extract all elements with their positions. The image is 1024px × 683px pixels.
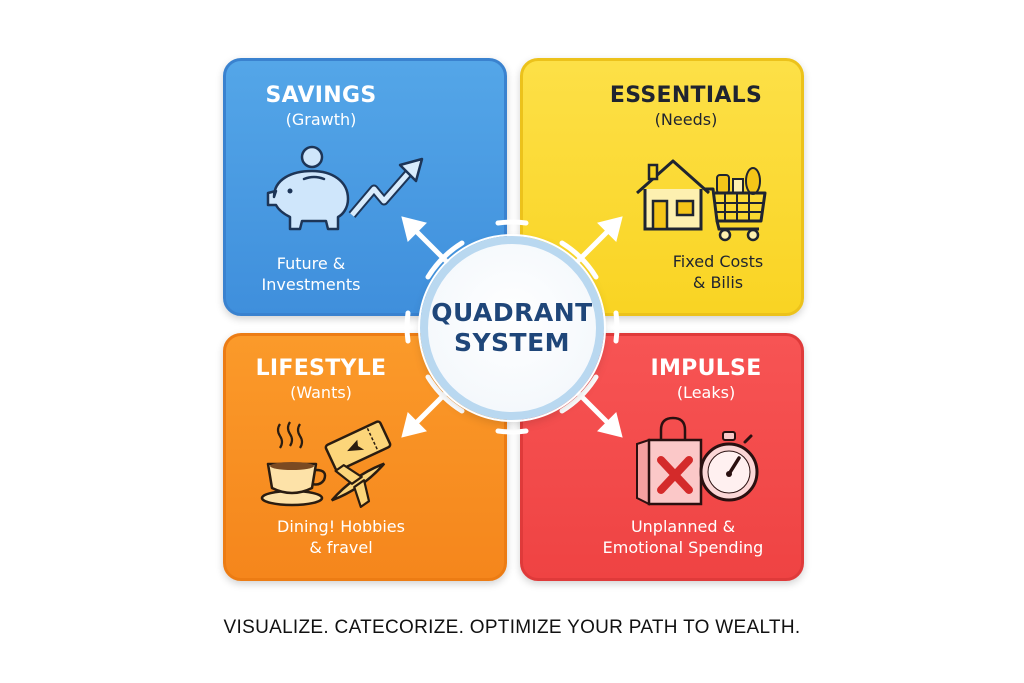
center-title-line2: SYSTEM xyxy=(453,328,571,357)
quadrant-subtitle: (Wants) xyxy=(290,383,352,402)
description-line: & Bilis xyxy=(692,273,744,292)
quadrant-header: IMPULSE (Leaks) xyxy=(611,356,801,402)
center-hub: QUADRANT SYSTEM xyxy=(420,236,604,420)
quadrant-title: ESSENTIALS xyxy=(609,83,763,108)
quadrant-subtitle: (Grawth) xyxy=(285,110,357,129)
arrow-up-left-icon xyxy=(401,216,456,271)
description-line: Unplanned & xyxy=(630,517,736,536)
quadrant-title: LIFESTYLE xyxy=(255,356,387,381)
quadrant-header: SAVINGS (Grawth) xyxy=(226,83,416,129)
quadrant-description: Fixed Costs & Bilis xyxy=(623,251,813,293)
quadrant-description: Dining! Hobbies & fravel xyxy=(226,516,456,558)
quadrant-savings: SAVINGS (Grawth) Future & Investments xyxy=(223,58,507,316)
quadrant-description: Future & Investments xyxy=(226,253,396,295)
description-line: Emotional Spending xyxy=(602,538,764,557)
quadrant-subtitle: (Needs) xyxy=(654,110,718,129)
arrow-ring xyxy=(388,203,636,451)
house-shopping-cart-icon xyxy=(633,153,773,247)
quadrant-header: LIFESTYLE (Wants) xyxy=(226,356,416,402)
shopping-bag-x-stopwatch-icon xyxy=(633,416,773,515)
description-line: Future & xyxy=(276,254,346,273)
quadrant-essentials: ESSENTIALS (Needs) Fixed Costs & Bilis xyxy=(520,58,804,316)
quadrant-subtitle: (Leaks) xyxy=(676,383,736,402)
tagline: VISUALIZE. CATECORIZE. OPTIMIZE YOUR PAT… xyxy=(223,617,801,638)
description-line: Investments xyxy=(261,275,361,294)
description-line: Fixed Costs xyxy=(672,252,764,271)
description-line: Dining! Hobbies xyxy=(277,517,405,536)
arrow-up-right-icon xyxy=(568,216,623,271)
description-line: & fravel xyxy=(309,538,373,557)
quadrant-description: Unplanned & Emotional Spending xyxy=(563,516,803,558)
arrow-down-right-icon xyxy=(568,383,623,438)
quadrant-title: IMPULSE xyxy=(650,356,762,381)
quadrant-header: ESSENTIALS (Needs) xyxy=(571,83,801,129)
quadrant-title: SAVINGS xyxy=(265,83,377,108)
coffee-ticket-airplane-icon xyxy=(258,416,398,515)
piggy-bank-growth-arrow-icon xyxy=(262,145,432,239)
center-title-line1: QUADRANT xyxy=(431,298,593,327)
